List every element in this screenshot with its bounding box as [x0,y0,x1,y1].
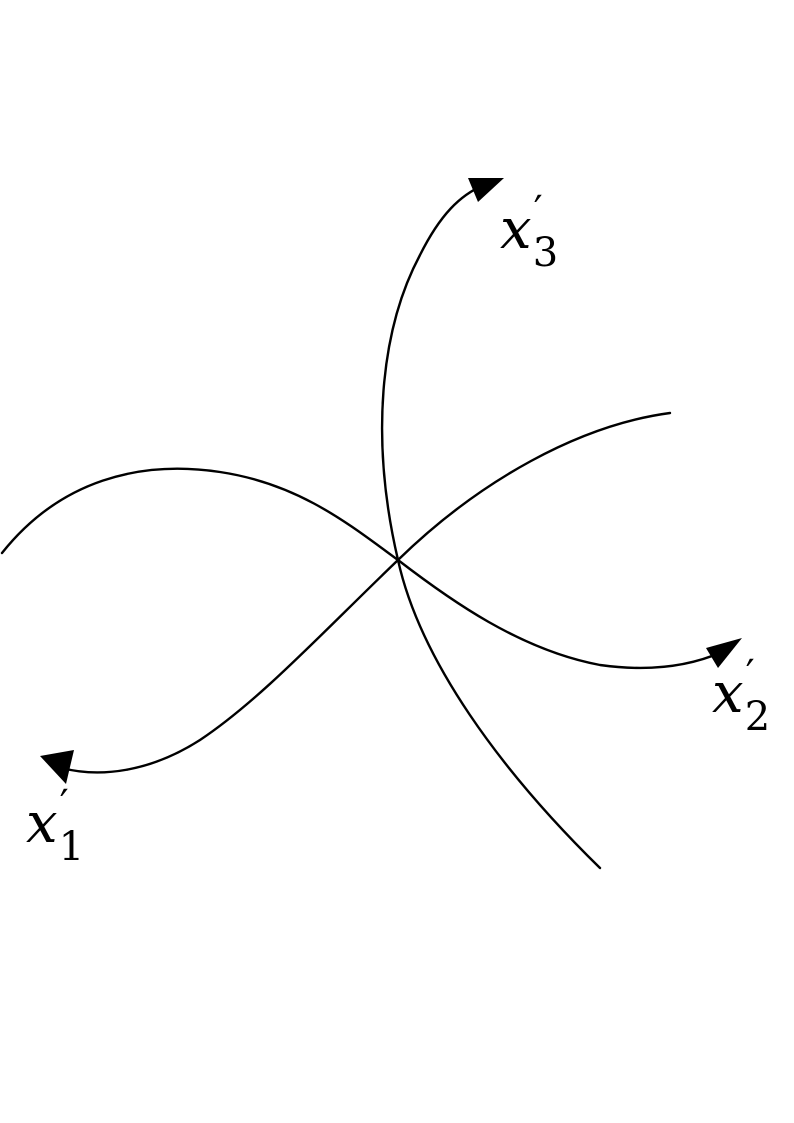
axis-x3-label: x′3 [500,188,558,276]
axis-x2-arrowhead [706,638,742,668]
axis-x1-curve [60,411,672,774]
axis-x3-curve [380,183,602,870]
axis-x1-arrowhead [40,750,74,784]
axis-x3-arrowhead [468,178,504,202]
axis-x2-label: x′2 [712,652,770,740]
axis-x2-curve [0,467,724,670]
axis-x1-label: x′1 [26,782,84,870]
